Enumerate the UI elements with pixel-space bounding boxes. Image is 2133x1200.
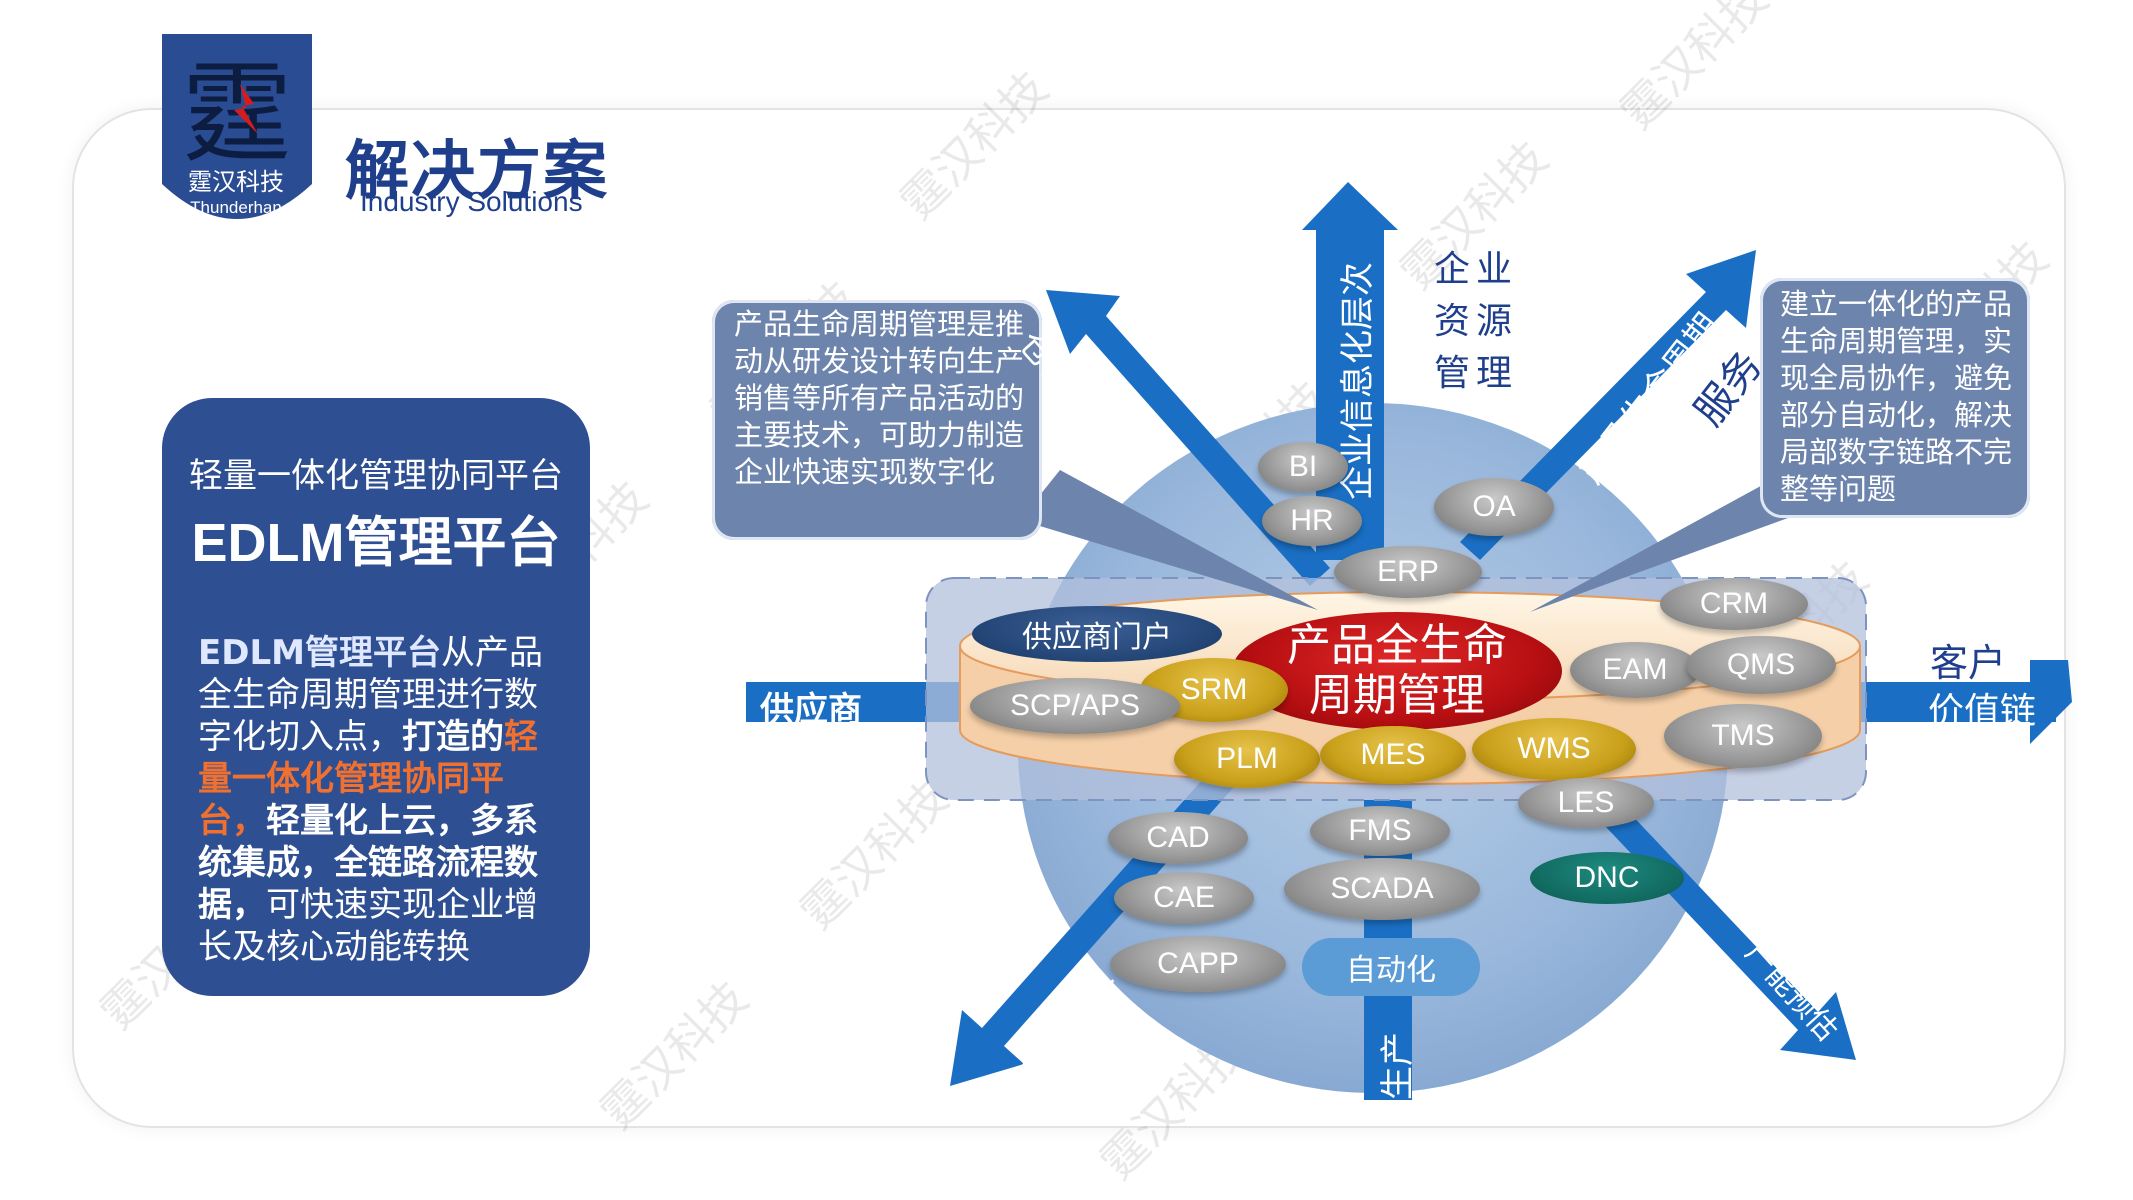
- module-plm[interactable]: PLM: [1174, 730, 1320, 788]
- capacity-arrow: [1554, 754, 1856, 1060]
- module-scp-aps[interactable]: SCP/APS: [970, 678, 1180, 734]
- description-orange: 轻量一体化管理协同平台，: [198, 717, 538, 841]
- lifecycle-arrow: [1460, 250, 1756, 560]
- value-chain-arrow-head: [2030, 660, 2072, 744]
- page-title: 解决方案: [345, 135, 609, 209]
- description-text-2: 可快速实现企业增长及核心动能转换: [198, 885, 538, 967]
- description-bold: 打造的: [402, 717, 504, 757]
- description-bold-2: 轻量化上云，多系统集成，全链路流程数据，: [198, 801, 538, 925]
- module-les[interactable]: LES: [1518, 778, 1654, 828]
- module-tms[interactable]: TMS: [1664, 704, 1822, 768]
- supplier-label: 供应商: [760, 690, 862, 730]
- module-automation[interactable]: 自动化: [1302, 938, 1480, 996]
- module-erp[interactable]: ERP: [1334, 546, 1482, 598]
- module-qms[interactable]: QMS: [1686, 636, 1836, 694]
- right-callout-pointer: [1530, 470, 1810, 612]
- warehouse-arrow: [1046, 290, 1330, 586]
- platform-title: EDLM管理平台: [191, 513, 561, 573]
- module-dnc[interactable]: DNC: [1530, 852, 1684, 904]
- platform-subtitle: 轻量一体化管理协同平台: [189, 456, 563, 496]
- production-label: 生产: [1378, 1032, 1418, 1100]
- core-line-1: 产品全生命: [1287, 620, 1507, 671]
- module-mes[interactable]: MES: [1320, 726, 1466, 784]
- customer-label: 客户: [1930, 641, 2007, 685]
- platform-description: EDLM管理平台从产品全生命周期管理进行数字化切入点，打造的轻量一体化管理协同平…: [198, 632, 568, 968]
- brand-logo-icon: 霆: [162, 34, 312, 219]
- left-callout-text: 产品生命周期管理是推动从研发设计转向生产销售等所有产品活动的主要技术，可助力制造…: [734, 307, 1025, 489]
- left-callout: [712, 300, 1042, 540]
- module-oa[interactable]: OA: [1434, 478, 1554, 536]
- enterprise-resource-label: 企业资源管理: [1434, 249, 1519, 394]
- description-highlight: EDLM管理平台: [198, 633, 441, 673]
- logo-company-name-en: Thunderhan: [190, 198, 282, 217]
- value-chain-label: 价值链: [1928, 691, 2037, 732]
- enterprise-info-arrow-head: [1348, 182, 1398, 560]
- right-callout-text: 建立一体化的产品生命周期管理，实现全局协作，避免部分自动化，解决局部数字链路不完…: [1780, 287, 2013, 506]
- module-eam[interactable]: EAM: [1570, 642, 1700, 698]
- logo-company-name: 霆汉科技: [188, 168, 284, 196]
- description-text: 从产品全生命周期管理进行数字化切入点，: [198, 633, 543, 757]
- core-line-2: 周期管理: [1309, 670, 1485, 721]
- module-scada[interactable]: SCADA: [1284, 858, 1480, 920]
- platform-panel: [162, 398, 590, 996]
- left-callout-pointer: [1020, 470, 1318, 610]
- logo-character: 霆: [182, 50, 292, 178]
- slide-frame: [72, 108, 2066, 1128]
- core-lifecycle-management[interactable]: 产品全生命周期管理: [1232, 612, 1562, 730]
- module-fms[interactable]: FMS: [1310, 806, 1450, 856]
- module-cae[interactable]: CAE: [1114, 872, 1254, 924]
- module-capp[interactable]: CAPP: [1110, 936, 1286, 992]
- module-hr[interactable]: HR: [1262, 496, 1362, 546]
- page-subtitle: Industry Solutions: [360, 186, 583, 217]
- module-supplier-portal[interactable]: 供应商门户: [972, 606, 1222, 662]
- right-callout: [1760, 278, 2030, 518]
- module-wms[interactable]: WMS: [1472, 718, 1636, 780]
- module-crm[interactable]: CRM: [1660, 578, 1808, 630]
- module-bi[interactable]: BI: [1258, 442, 1348, 492]
- module-cad[interactable]: CAD: [1108, 812, 1248, 864]
